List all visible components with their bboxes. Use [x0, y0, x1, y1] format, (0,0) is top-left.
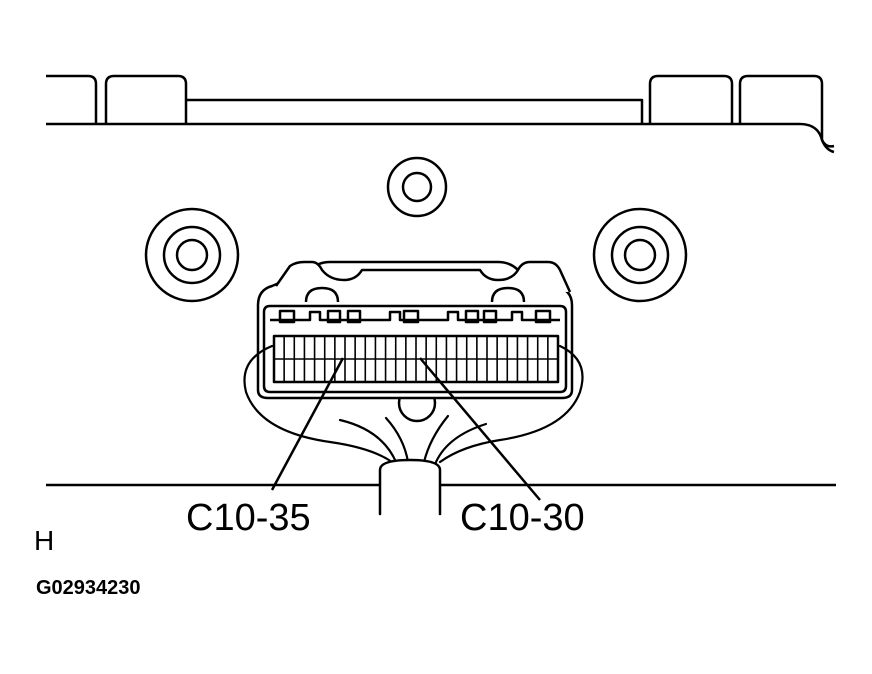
harness-wire-1 [338, 418, 398, 464]
harness-loop-right [438, 344, 584, 464]
housing-top-rail [186, 98, 644, 124]
housing-right-notch [820, 139, 835, 148]
bolt-right [592, 207, 688, 303]
harness-loop-left [243, 344, 394, 464]
harness-wire-3 [422, 414, 450, 464]
connector-lock-bump-right [490, 286, 526, 303]
harness-wire-4 [434, 422, 488, 464]
housing-top-tab-right-1 [648, 74, 734, 124]
bolt-top [386, 156, 448, 218]
harness-sheath [378, 458, 442, 516]
connector-upper-cover [274, 260, 572, 293]
leader-line-right [419, 357, 541, 501]
connector-key-rail [270, 310, 560, 322]
harness-connector [256, 260, 574, 400]
connector-pin-grid [274, 336, 558, 382]
pin-label-right: C10-30 [460, 497, 585, 539]
callout-leaders [270, 357, 541, 501]
pin-label-left: C10-35 [186, 497, 311, 539]
figure-code: G02934230 [36, 577, 141, 599]
connector-top-slots [278, 309, 552, 324]
view-letter: H [34, 525, 54, 556]
connector-lock-bump-left [304, 286, 340, 303]
housing-top-tab-right-2 [738, 74, 824, 140]
housing-top-tab-left [104, 74, 188, 124]
harness-wire-2 [384, 416, 410, 464]
leader-line-left [270, 357, 345, 491]
connector-inner-frame [262, 304, 568, 394]
bolt-left [144, 207, 240, 303]
housing-top-edge [46, 74, 835, 154]
mounting-bolts [144, 156, 688, 423]
ecu-housing [46, 74, 836, 487]
